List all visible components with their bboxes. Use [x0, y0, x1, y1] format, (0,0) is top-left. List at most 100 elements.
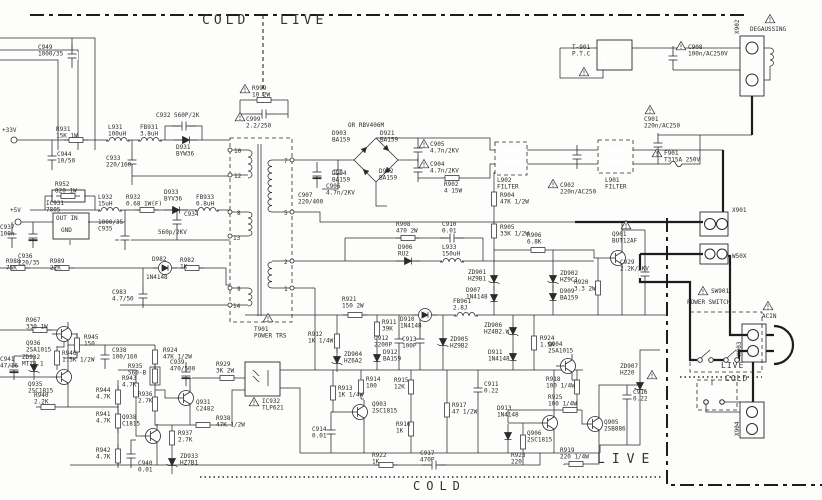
ACIN-warning-icon [762, 301, 774, 311]
R925-symbol [557, 407, 583, 413]
R905-symbol [492, 219, 497, 243]
live-region-label-bottom: LIVE [597, 452, 657, 467]
C902-symbol [571, 145, 583, 169]
D910-symbol [412, 308, 438, 322]
transformer-pin-14: 14 [233, 303, 241, 310]
C932-symbol [171, 119, 197, 133]
R917-symbol [445, 398, 450, 422]
transformer-windings [247, 47, 774, 316]
R920-symbol [596, 276, 601, 300]
ZD904-symbol [332, 348, 343, 372]
R913-symbol [331, 381, 336, 405]
cold-label-switch: COLD [725, 374, 749, 383]
C934-val-label: 560p/2KV [158, 229, 187, 236]
Q936-symbol [51, 321, 72, 347]
C907-symbol [311, 162, 323, 186]
R929-symbol [214, 375, 240, 381]
D911-symbol [510, 345, 517, 369]
IC932-warning-icon [248, 397, 260, 407]
R937-symbol [170, 426, 175, 450]
ZD907-warning-icon [646, 370, 658, 380]
R999-warning-icon [239, 84, 251, 94]
C904-symbol [412, 158, 424, 182]
C934-id-label: C934 [184, 211, 199, 218]
X901-label: X901 [732, 207, 747, 214]
border-lines [30, 14, 822, 486]
D982-id-symbol [152, 261, 178, 275]
X904-label: X904 [734, 421, 741, 436]
relay-dashed-box [696, 379, 738, 411]
R919-symbol [563, 461, 589, 467]
R915-symbol [409, 375, 414, 399]
C905-warning-icon [418, 139, 430, 149]
live-region-label-top: LIVE [280, 13, 328, 28]
C904-warning-icon [418, 159, 430, 169]
DEGAUSSING-warning-icon [764, 14, 776, 24]
ZD933-symbol [167, 450, 178, 474]
D982-id-label: D982 [152, 256, 167, 263]
R935-symbol [150, 364, 160, 388]
POWER-SWITCH-label: POWER SWITCH [687, 299, 731, 306]
transformer-pin-7: 7 [284, 158, 288, 165]
transformer-pin-9: 9 [237, 286, 241, 293]
l902-box [494, 141, 528, 176]
x902-connector [739, 35, 765, 97]
ZD905-symbol [438, 330, 449, 354]
C916-symbol [621, 385, 633, 409]
DEGAUSSING-label: DEGAUSSING [750, 26, 787, 33]
x903-connector [741, 323, 767, 363]
